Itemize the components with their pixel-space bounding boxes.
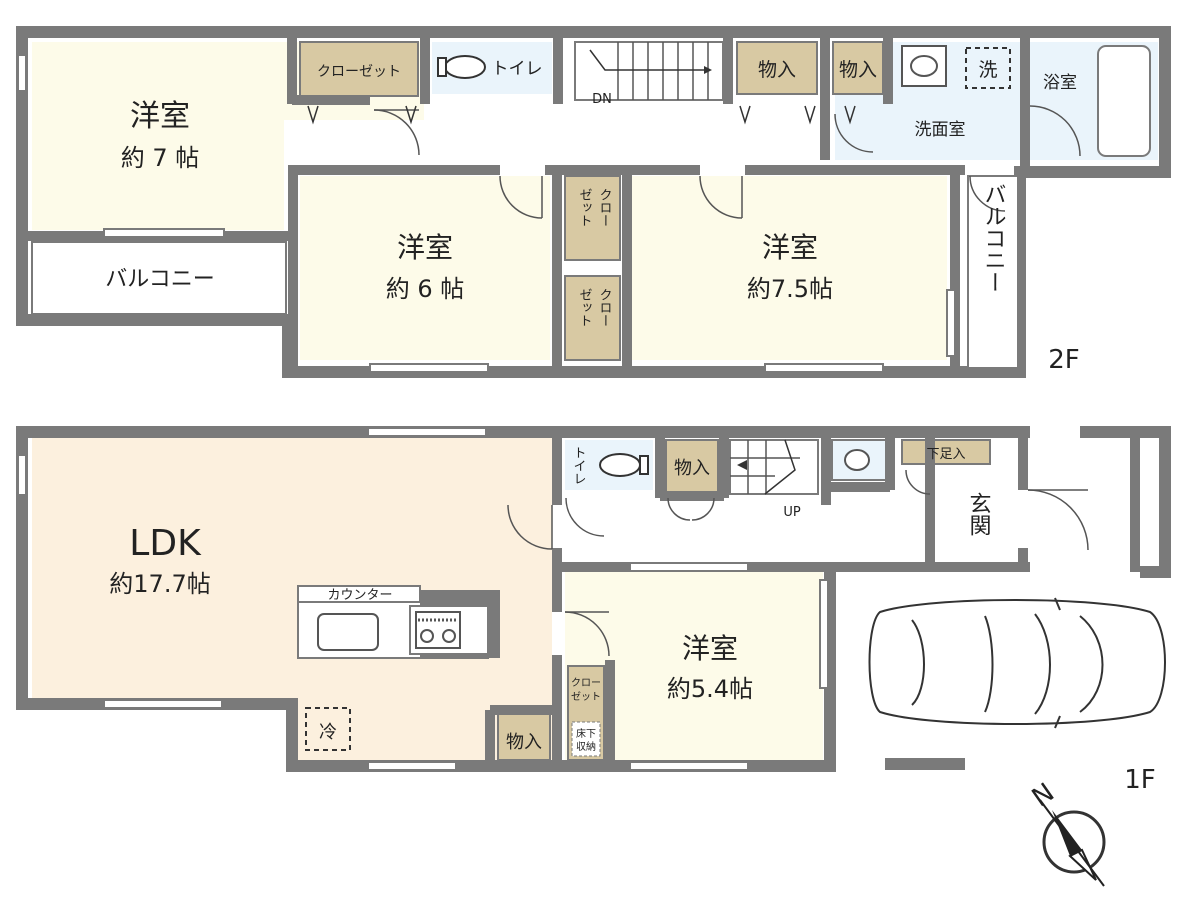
underfloor-storage (571, 721, 601, 757)
windows-2f (17, 54, 956, 373)
shoe-storage-label: 下足入 (926, 447, 965, 462)
outer-wall-1f (16, 426, 1171, 772)
balcony-east (967, 175, 1019, 369)
stove-icon (415, 611, 461, 649)
door-swings-1f (507, 469, 1089, 657)
closet-v2-line2: ゼット (577, 288, 593, 327)
kitchen-sink-icon (317, 613, 379, 651)
room-east-2f-size: 約7.5帖 (747, 275, 833, 303)
closet-v2 (564, 275, 621, 361)
floor-label-2f: 2F (1048, 345, 1080, 375)
balcony-west (31, 241, 287, 315)
compass-icon (1039, 799, 1106, 887)
closet-top (299, 41, 419, 97)
closet-1f-line2: ゼット (571, 691, 601, 703)
toilet-2f-label: トイレ (492, 59, 543, 79)
room-mid-2f-size: 約 6 帖 (386, 275, 465, 303)
stairs-arrow (589, 49, 710, 71)
storage-2f-1 (736, 41, 818, 95)
closet-v2-line1: クロー (597, 288, 612, 327)
door-swings-2f (373, 105, 1081, 219)
hall-1f (558, 498, 930, 560)
underfloor-line2: 収納 (576, 740, 596, 753)
closet-v1-line2: ゼット (577, 188, 593, 227)
floor-1f: N LDK 約17.7帖 カウンター 冷 物入 物入 UP 下足入 玄関 トイレ… (16, 426, 1171, 887)
windows-1f (17, 427, 829, 771)
room-1f-name: 洋室 (682, 632, 738, 665)
storage-hall-label: 物入 (674, 458, 710, 479)
ldk-size: 約17.7帖 (109, 570, 210, 598)
room-1f-size: 約5.4帖 (667, 675, 753, 703)
closet-1f-line1: クロー (571, 677, 601, 689)
counter-label: カウンター (327, 588, 392, 603)
storage-2f-1-label: 物入 (758, 59, 796, 81)
stairs-up-label: UP (783, 505, 801, 520)
room-west-2f-size: 約 7 帖 (121, 144, 200, 172)
washer-label: 洗 (978, 59, 997, 81)
underfloor-line1: 床下 (576, 727, 596, 740)
hall-2f (424, 100, 829, 164)
room-mid-2f (300, 176, 550, 360)
stairs-dn-label: DN (592, 92, 612, 107)
entrance-label: 玄関 (966, 492, 991, 536)
toilet-1f-bowl-icon (599, 453, 641, 477)
closet-v1 (564, 175, 621, 261)
storage-ldk-label: 物入 (506, 732, 542, 753)
inner-walls-2f (22, 36, 1030, 372)
hand-sink-icon (844, 449, 870, 471)
closet-v1-line1: クロー (597, 188, 612, 227)
compass-north-label: N (1027, 778, 1060, 814)
car-icon (868, 597, 1166, 729)
stairs-2f (574, 41, 724, 101)
washroom-label: 洗面室 (915, 120, 966, 140)
room-west-2f (32, 42, 284, 230)
balcony-east-label: バルコニー (981, 183, 1006, 293)
room-east-2f (632, 176, 947, 360)
ldk-name: LDK (129, 523, 202, 564)
parking-stop (885, 758, 965, 770)
closet-top-label: クローゼット (317, 64, 401, 80)
fridge-icon (305, 707, 351, 751)
ldk-floor (32, 438, 552, 760)
fridge-label: 冷 (319, 722, 337, 743)
room-mid-2f-name: 洋室 (397, 231, 453, 264)
storage-2f-2 (832, 41, 884, 95)
floor-2f: 洋室 約 7 帖 洋室 約 6 帖 洋室 約7.5帖 クローゼット トイレ 物入… (16, 26, 1171, 378)
shoe-storage (901, 439, 991, 465)
storage-2f-2-label: 物入 (839, 59, 877, 81)
toilet-bowl-icon (444, 55, 486, 79)
washer-icon (965, 47, 1011, 89)
bathroom-label: 浴室 (1043, 73, 1077, 93)
room-east-2f-name: 洋室 (762, 231, 818, 264)
bathtub (1097, 45, 1151, 157)
room-west-2f-name: 洋室 (130, 99, 190, 134)
balcony-west-label: バルコニー (105, 267, 215, 292)
floor-label-1f: 1F (1124, 765, 1156, 795)
toilet-1f-label: トイレ (571, 446, 586, 485)
